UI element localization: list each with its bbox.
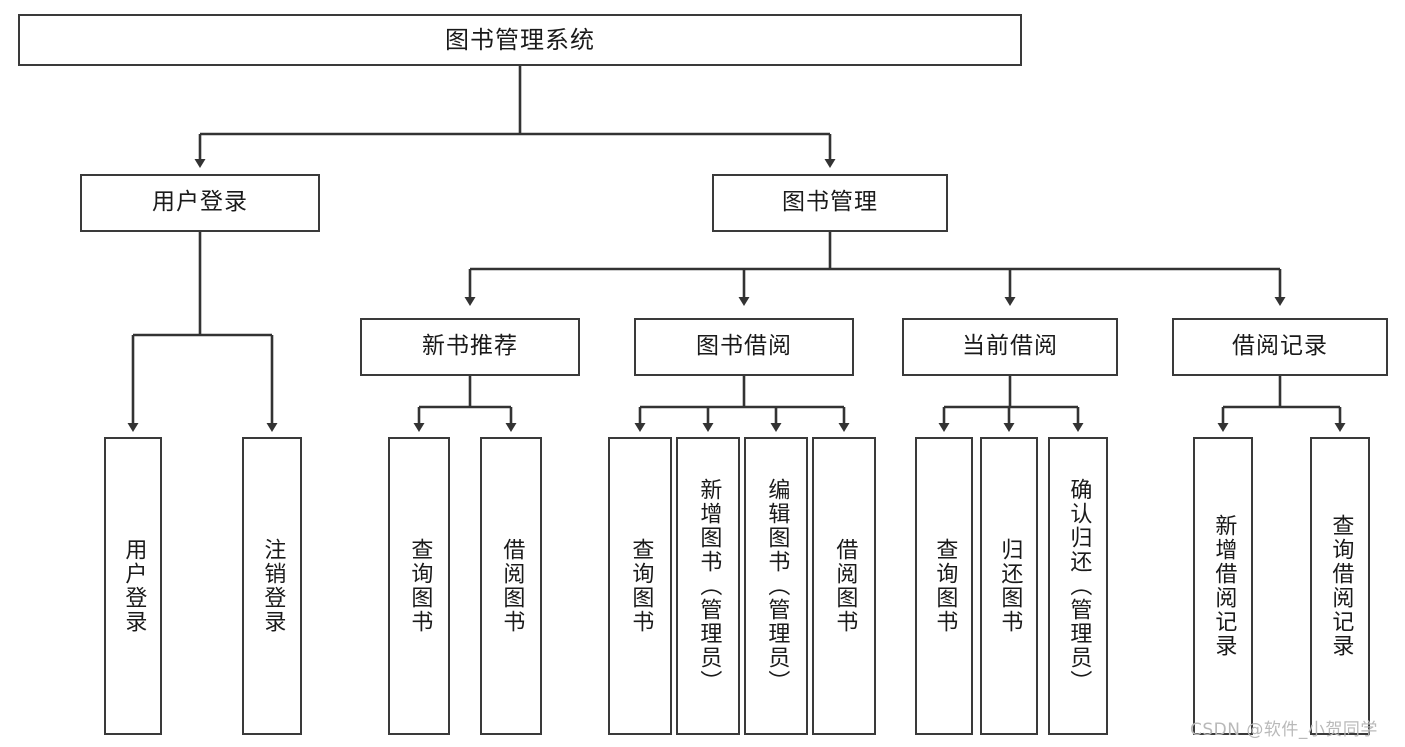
leaf-return-book[interactable]: 归还图书 [980,437,1038,735]
node-book-borrow[interactable]: 图书借阅 [634,318,854,376]
leaf-return-book-label: 归还图书 [997,538,1023,634]
leaf-borrow-book-2-label: 借阅图书 [832,538,858,634]
node-root-label: 图书管理系统 [445,25,595,54]
leaf-query-book-2[interactable]: 查询图书 [608,437,672,735]
leaf-borrow-book-1-label: 借阅图书 [499,538,525,634]
leaf-add-book-admin-label: 新增图书（管理员） [696,478,722,694]
node-book-management[interactable]: 图书管理 [712,174,948,232]
node-user-login[interactable]: 用户登录 [80,174,320,232]
leaf-borrow-book-1[interactable]: 借阅图书 [480,437,542,735]
node-user-login-label: 用户登录 [152,189,248,216]
node-borrow-record-label: 借阅记录 [1232,333,1328,360]
node-book-borrow-label: 图书借阅 [696,333,792,360]
leaf-user-login-label: 用户登录 [121,538,147,634]
leaf-edit-book-admin-label: 编辑图书（管理员） [764,478,790,694]
leaf-logout-login[interactable]: 注销登录 [242,437,302,735]
leaf-user-login[interactable]: 用户登录 [104,437,162,735]
leaf-confirm-return-admin[interactable]: 确认归还（管理员） [1048,437,1108,735]
leaf-query-borrow-record[interactable]: 查询借阅记录 [1310,437,1370,735]
leaf-logout-login-label: 注销登录 [260,538,286,634]
leaf-query-borrow-record-label: 查询借阅记录 [1328,514,1354,658]
node-book-management-label: 图书管理 [782,189,878,216]
csdn-watermark: CSDN @软件_小贺同学 [1190,720,1378,740]
leaf-confirm-return-admin-label: 确认归还（管理员） [1066,478,1092,694]
node-new-book-recommend-label: 新书推荐 [422,333,518,360]
node-root[interactable]: 图书管理系统 [18,14,1022,66]
leaf-borrow-book-2[interactable]: 借阅图书 [812,437,876,735]
node-current-borrow[interactable]: 当前借阅 [902,318,1118,376]
leaf-query-book-1[interactable]: 查询图书 [388,437,450,735]
leaf-add-borrow-record-label: 新增借阅记录 [1211,514,1237,658]
leaf-query-book-3[interactable]: 查询图书 [915,437,973,735]
node-borrow-record[interactable]: 借阅记录 [1172,318,1388,376]
leaf-query-book-1-label: 查询图书 [407,538,433,634]
node-current-borrow-label: 当前借阅 [962,333,1058,360]
leaf-query-book-3-label: 查询图书 [932,538,958,634]
node-new-book-recommend[interactable]: 新书推荐 [360,318,580,376]
leaf-edit-book-admin[interactable]: 编辑图书（管理员） [744,437,808,735]
leaf-query-book-2-label: 查询图书 [628,538,654,634]
leaf-add-borrow-record[interactable]: 新增借阅记录 [1193,437,1253,735]
leaf-add-book-admin[interactable]: 新增图书（管理员） [676,437,740,735]
